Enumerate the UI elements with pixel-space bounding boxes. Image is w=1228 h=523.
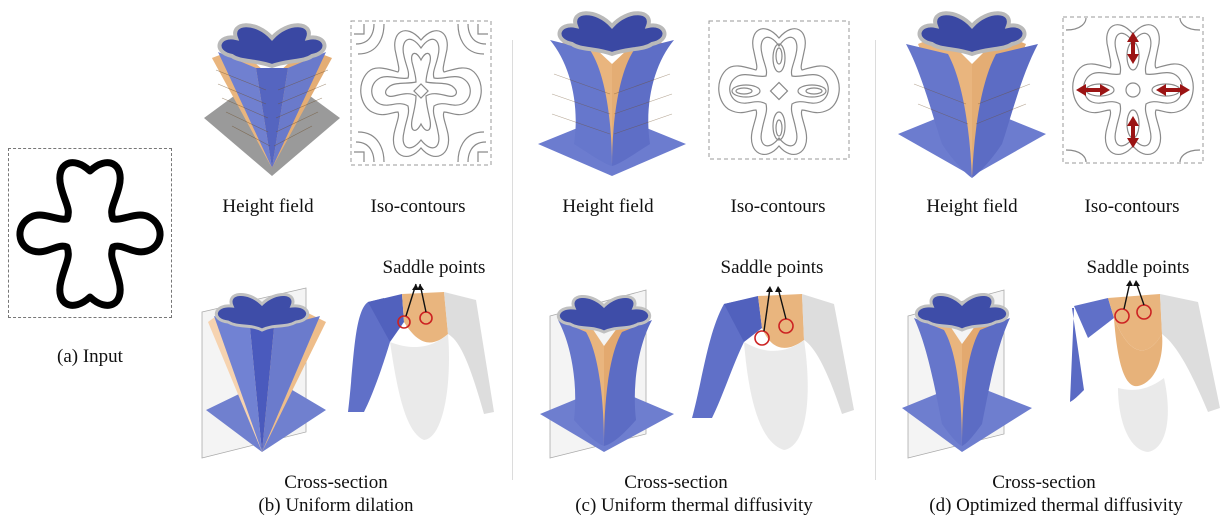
- iso-contours-label-d: Iso-contours: [1062, 196, 1202, 218]
- cross-section-label-d: Cross-section: [944, 472, 1144, 494]
- panel-a-caption: (a) Input: [20, 346, 160, 368]
- iso-contours-b: [350, 20, 492, 166]
- iso-contours-c: [708, 20, 850, 160]
- saddle-surface-d: [1048, 278, 1224, 454]
- saddle-point-marker: [755, 331, 769, 345]
- height-field-b: [196, 8, 348, 180]
- iso-contours-d: [1062, 16, 1204, 164]
- iso-contours-label-b: Iso-contours: [350, 196, 486, 218]
- panel-c-caption: (c) Uniform thermal diffusivity: [546, 495, 842, 517]
- saddle-points-label-b: Saddle points: [364, 257, 504, 279]
- cross-section-d: [892, 284, 1042, 462]
- saddle-points-label-c: Saddle points: [702, 257, 842, 279]
- iso-contours-label-c: Iso-contours: [708, 196, 848, 218]
- cross-section-b: [196, 282, 344, 462]
- panel-b-caption: (b) Uniform dilation: [216, 495, 456, 517]
- saddle-points-label-d: Saddle points: [1068, 257, 1208, 279]
- input-shape-box: [8, 148, 172, 318]
- panel-divider-bc: [512, 40, 513, 480]
- panel-divider-cd: [875, 40, 876, 480]
- cross-section-label-b: Cross-section: [236, 472, 436, 494]
- cross-section-c: [534, 286, 684, 462]
- height-field-d: [892, 4, 1052, 182]
- height-field-c: [530, 4, 694, 180]
- saddle-surface-b: [344, 282, 504, 442]
- saddle-surface-c: [688, 282, 858, 454]
- height-field-label-c: Height field: [540, 196, 676, 218]
- input-cross-shape: [9, 149, 171, 317]
- panel-d-caption: (d) Optimized thermal diffusivity: [896, 495, 1216, 517]
- height-field-label-b: Height field: [200, 196, 336, 218]
- height-field-label-d: Height field: [904, 196, 1040, 218]
- cross-section-label-c: Cross-section: [576, 472, 776, 494]
